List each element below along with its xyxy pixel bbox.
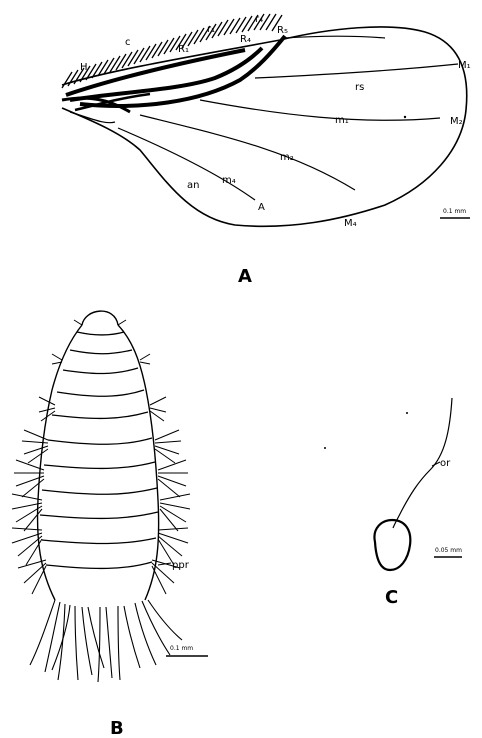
- larva-body-outline: [38, 325, 159, 600]
- label-r1: r₁: [207, 24, 215, 35]
- posterior-bristles: [30, 600, 182, 682]
- label-ppr: ppr: [172, 560, 190, 571]
- larva-head: [82, 311, 118, 325]
- scale-bar-c: 0.05 mm: [434, 547, 462, 557]
- scale-bar-b: 0.1 mm: [166, 645, 208, 656]
- label-r4: r₄: [255, 14, 263, 25]
- label-R5: R₅: [277, 25, 288, 36]
- label-rs: rs: [355, 82, 364, 93]
- larva-drawing: [12, 311, 190, 682]
- label-an: an: [187, 180, 199, 191]
- label-R1: R₁: [178, 44, 189, 55]
- organ-drawing: [324, 398, 452, 570]
- label-m4: m₄: [222, 175, 236, 186]
- vein-rs: [255, 64, 458, 78]
- label-c: c: [125, 37, 131, 48]
- bristle-tufts: [12, 354, 190, 594]
- label-m1: m₁: [335, 115, 349, 126]
- panel-label-a: A: [238, 266, 252, 287]
- label-M4: M₄: [344, 218, 357, 229]
- svg-text:0.05 mm: 0.05 mm: [435, 547, 462, 554]
- svg-text:0.1 mm: 0.1 mm: [170, 645, 193, 652]
- label-M2: M₂: [450, 116, 463, 127]
- organ-bulb: [374, 520, 410, 570]
- label-m2: m₂: [280, 152, 294, 163]
- wing-drawing: [62, 14, 467, 226]
- scale-bar-a: 0.1 mm: [440, 208, 470, 218]
- label-R4: R₄: [240, 34, 251, 45]
- panel-label-c: C: [385, 587, 398, 608]
- label-A-vein: A: [258, 202, 265, 213]
- label-or: or: [440, 458, 451, 469]
- label-h: H: [80, 62, 88, 73]
- svg-text:0.1 mm: 0.1 mm: [443, 208, 466, 215]
- label-M1: M₁: [458, 60, 471, 71]
- panel-label-b: B: [110, 718, 124, 738]
